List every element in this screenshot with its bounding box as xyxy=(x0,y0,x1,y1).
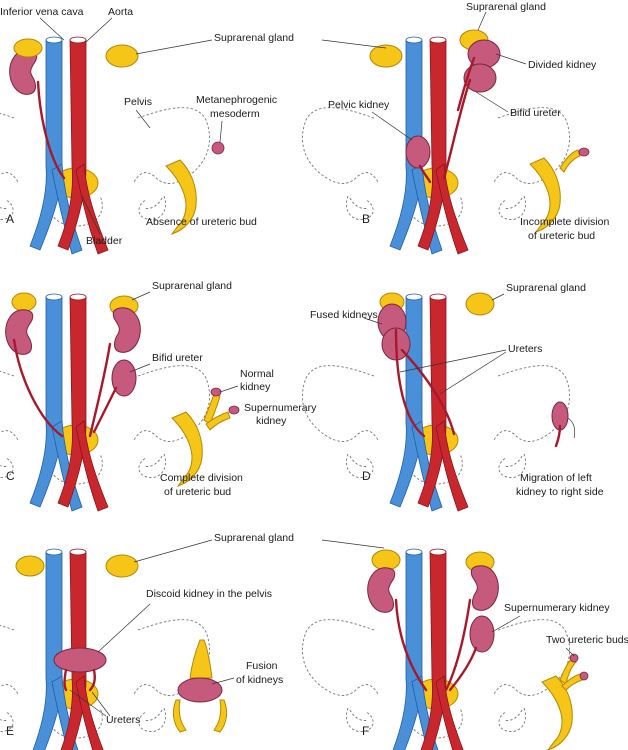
fusion-stalk xyxy=(189,639,213,679)
panel-letter-c: C xyxy=(6,469,15,483)
panel-e: E Suprarenal gland Discoid kidney in the… xyxy=(0,532,385,750)
supernumerary-kidney xyxy=(111,359,137,397)
caption-c-line2: of ureteric bud xyxy=(164,486,231,498)
label-aorta: Aorta xyxy=(108,6,133,18)
label-supernumerary-kidney: kidney xyxy=(256,415,287,427)
panel-a: A Inferior vena cava Aorta Suprarenal gl… xyxy=(0,6,294,255)
normal-kidney-primordium xyxy=(210,387,222,397)
suprarenal-gland-left xyxy=(105,44,139,68)
metanephrogenic-mesoderm xyxy=(211,141,225,155)
label-supernumerary: Supernumerary xyxy=(244,402,317,414)
discoid-kidney xyxy=(53,647,107,673)
great-vessels xyxy=(389,548,469,750)
bifid-ureter xyxy=(442,78,472,180)
bifid-ureter-branch xyxy=(456,56,476,112)
supernumerary-ureter xyxy=(448,646,478,692)
caption-c-line1: Complete division xyxy=(160,472,243,484)
caption-b-line1: Incomplete division xyxy=(520,216,609,228)
ureter-right xyxy=(394,598,428,692)
suprarenal-gland-right xyxy=(15,555,45,577)
fusion-bud-left xyxy=(172,699,187,733)
left-kidney xyxy=(470,565,499,611)
panel-d: D Fused kidneys Suprarenal gland Ureters… xyxy=(301,282,604,512)
label-mesoderm: mesoderm xyxy=(210,108,260,120)
suprarenal-gland-left xyxy=(105,554,139,578)
label-discoid-kidney: Discoid kidney in the pelvis xyxy=(146,588,272,600)
leader-suprarenal-ef xyxy=(321,539,385,549)
great-vessels xyxy=(29,293,109,512)
panel-letter-a: A xyxy=(6,212,14,226)
label-normal: Normal xyxy=(240,368,274,380)
label-suprarenal-gland-e: Suprarenal gland xyxy=(214,532,294,544)
label-fusion: Fusion xyxy=(246,660,278,672)
pelvic-kidney-ureter xyxy=(418,164,432,184)
migrating-ureter xyxy=(554,424,562,448)
normal-kidney xyxy=(112,307,141,353)
bud-primordium-2 xyxy=(579,671,589,681)
ureter-left xyxy=(444,598,472,692)
ureter-left xyxy=(88,342,112,438)
supernumerary-primordium xyxy=(228,405,240,415)
ureter-right xyxy=(394,328,426,438)
label-suprarenal-gland-c: Suprarenal gland xyxy=(152,280,232,292)
bud-branch xyxy=(559,149,581,173)
metanephrogenic-mesoderm xyxy=(578,147,590,157)
suprarenal-gland-left xyxy=(465,292,495,316)
ureteric-bud-2 xyxy=(561,673,583,691)
label-normal-kidney: kidney xyxy=(240,381,271,393)
label-two-ureteric-buds: Two ureteric buds xyxy=(546,634,628,646)
label-pelvic-kidney: Pelvic kidney xyxy=(328,99,390,111)
panel-letter-d: D xyxy=(362,469,371,483)
ureter-right xyxy=(12,338,64,438)
ureter xyxy=(36,80,66,180)
supernumerary-kidney xyxy=(469,615,495,653)
bud-primordium-1 xyxy=(569,653,579,663)
label-metanephrogenic: Metanephrogenic xyxy=(196,94,277,106)
label-bladder: Bladder xyxy=(86,235,123,247)
label-pelvis: Pelvis xyxy=(124,96,152,108)
suprarenal-gland-right xyxy=(371,549,401,571)
panel-b: B Suprarenal gland Divided kidney Pelvic… xyxy=(301,1,609,255)
ureteric-bud-1 xyxy=(559,657,577,685)
label-bifid-ureter-b: Bifid ureter xyxy=(510,107,561,119)
label-divided-kidney: Divided kidney xyxy=(528,59,597,71)
panel-c: C Suprarenal gland Bifid ureter Normal k… xyxy=(0,280,317,512)
label-ureters-d: Ureters xyxy=(508,343,542,355)
fusion-bud-right xyxy=(213,699,228,733)
bud-branch-2 xyxy=(205,411,231,431)
panel-f: F Supernumerary kidney Two ureteric buds xyxy=(301,548,628,750)
ureter-right xyxy=(63,668,68,692)
fused-kidney-primordium xyxy=(177,677,223,703)
migration-arrow xyxy=(567,417,576,439)
label-of-kidneys: of kidneys xyxy=(236,674,283,686)
label-supernumerary-kidney-f: Supernumerary kidney xyxy=(504,602,610,614)
caption-a: Absence of ureteric bud xyxy=(146,216,257,228)
label-suprarenal-gland-d: Suprarenal gland xyxy=(506,282,586,294)
caption-d-line1: Migration of left xyxy=(520,472,592,484)
label-suprarenal-gland-b: Suprarenal gland xyxy=(466,1,546,13)
ureter-crossed xyxy=(400,348,456,436)
suprarenal-gland-right xyxy=(369,44,403,68)
leader-suprarenal-ab xyxy=(321,39,387,49)
right-kidney xyxy=(5,309,34,355)
caption-d-line2: kidney to right side xyxy=(516,486,604,498)
bud-branch-1 xyxy=(203,393,221,425)
suprarenal-gland-right xyxy=(13,38,43,58)
caption-b-line2: of ureteric bud xyxy=(528,230,595,242)
label-ureters-e: Ureters xyxy=(106,714,140,726)
panel-letter-e: E xyxy=(6,724,14,738)
label-suprarenal-gland-a: Suprarenal gland xyxy=(214,32,294,44)
supernumerary-ureter xyxy=(92,386,118,434)
right-kidney xyxy=(367,567,396,613)
great-vessels xyxy=(29,36,109,255)
label-fused-kidneys: Fused kidneys xyxy=(310,309,378,321)
divided-kidney-lower xyxy=(463,63,497,93)
suprarenal-gland-right xyxy=(11,292,37,312)
pelvic-kidney xyxy=(405,135,431,169)
label-inferior-vena-cava: Inferior vena cava xyxy=(0,6,84,18)
ureter-left xyxy=(88,668,96,692)
label-bifid-ureter-c: Bifid ureter xyxy=(152,352,203,364)
